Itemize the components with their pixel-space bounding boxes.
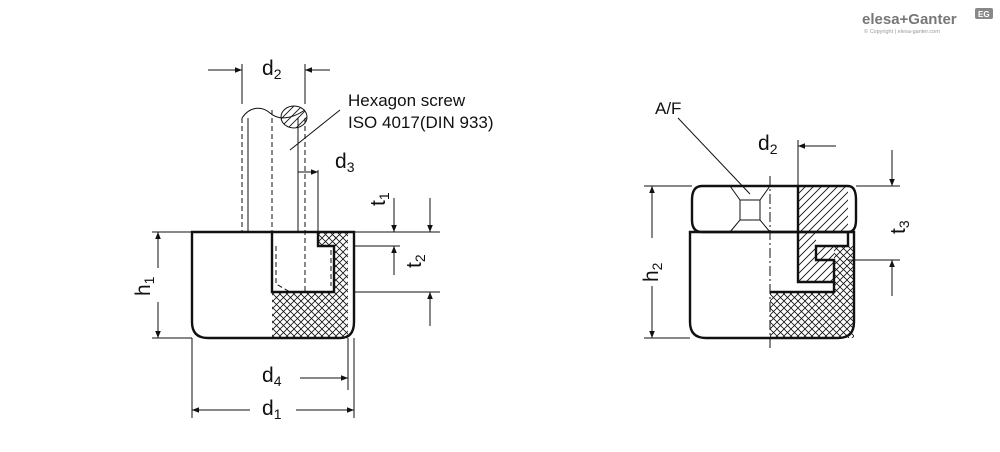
dim-t2-label: t2 [403, 254, 428, 268]
dim-d4-label: d4 [262, 364, 282, 389]
brand-badge-text: EG [978, 10, 990, 19]
dim-t3-label: t3 [887, 220, 912, 234]
assembly-body-outline [688, 230, 856, 340]
dim-t1-label: t1 [367, 192, 392, 206]
screw-head-hidden [275, 246, 332, 293]
brand-logo: elesa+Ganter EG © Copyright | elesa-gant… [862, 8, 993, 35]
screw-leader-line [289, 109, 341, 151]
screw-profile-right [796, 186, 850, 284]
base-body-outline [190, 230, 356, 340]
af-label: A/F [655, 99, 681, 118]
dim-d2-right-label: d2 [758, 132, 778, 157]
af-leader-line [677, 117, 751, 195]
screw-callout-line2: ISO 4017(DIN 933) [348, 113, 494, 132]
screw-callout-line1: Hexagon screw [348, 91, 466, 110]
copyright-text: © Copyright | elesa-ganter.com [864, 28, 940, 35]
hex-facets [729, 185, 771, 233]
dim-d1-label: d1 [262, 397, 282, 422]
dim-h1-label: h1 [132, 276, 157, 296]
screw-section [280, 105, 308, 129]
rubber-insert [272, 232, 348, 338]
insert-top-edge [770, 282, 836, 294]
right-view: A/F d2 h2 t3 [640, 99, 912, 348]
rubber-insert-right [770, 246, 854, 338]
dim-d3-label: d3 [335, 150, 355, 175]
brand-logo-text: elesa+Ganter [862, 11, 957, 28]
dim-h2-label: h2 [640, 262, 665, 282]
left-view: Hexagon screw ISO 4017(DIN 933) d2 d3 t1… [132, 57, 494, 422]
dim-d2-label: d2 [262, 57, 282, 82]
brand-badge-icon [975, 8, 993, 19]
